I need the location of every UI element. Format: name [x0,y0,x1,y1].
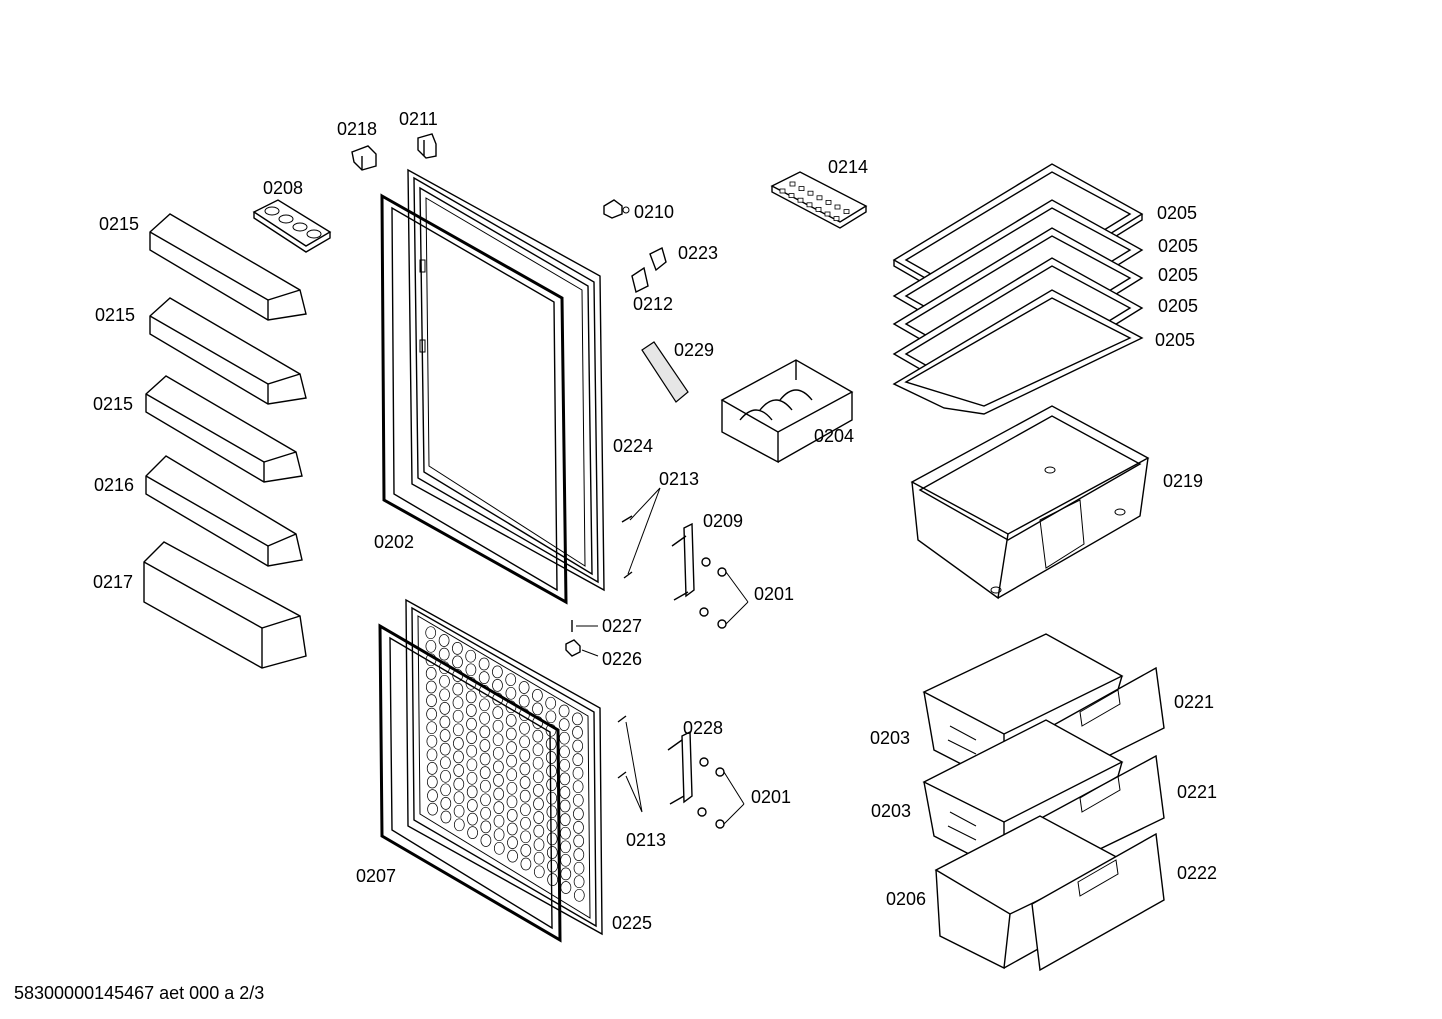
handle-0209 [671,522,695,601]
part-label-0226: 0226 [602,649,643,669]
part-label-0203-middle: 0203 [871,801,912,821]
part-label-0221-top: 0221 [1174,692,1215,712]
screws-0201-lower [697,757,745,829]
part-label-0219: 0219 [1163,471,1204,491]
part-label-0205-1: 0205 [1157,203,1198,223]
part-label-0213-lower: 0213 [626,830,667,850]
ice-tray-0214 [770,171,868,229]
egg-tray-0208 [252,199,332,253]
part-label-0204: 0204 [814,426,855,446]
part-label-0222: 0222 [1177,863,1218,883]
part-label-0209: 0209 [703,511,744,531]
part-label-0205-2: 0205 [1158,236,1199,256]
hinge-cover-0218 [351,145,377,171]
door-shelf-0215-top [149,213,307,321]
part-label-0218: 0218 [337,119,378,139]
door-shelf-0215-second [149,297,307,405]
part-label-0228: 0228 [683,718,724,738]
part-label-0205-4: 0205 [1158,296,1199,316]
bracket-0212 [631,266,649,294]
document-reference-footer: 58300000145467 aet 000 a 2/3 [14,983,265,1003]
part-label-0215-third: 0215 [93,394,134,414]
part-label-0215-second: 0215 [95,305,136,325]
part-label-0203-top: 0203 [870,728,911,748]
lower-door-0225 [405,598,603,936]
crisper-box-0219 [910,405,1150,600]
part-label-0201-upper: 0201 [754,584,795,604]
part-label-0212: 0212 [633,294,674,314]
part-label-0206: 0206 [886,889,927,909]
part-label-0211: 0211 [399,109,438,129]
block-0226 [565,639,599,657]
screws-0201-upper [699,557,749,629]
part-label-0224: 0224 [613,436,654,456]
hinge-pin-0211 [417,133,437,159]
lower-door-panel-dimples [425,626,585,902]
bottle-rack-0204 [720,359,854,464]
door-shelf-0215-third [145,375,303,483]
part-label-0213-upper: 0213 [659,469,700,489]
drawer-front-0222 [1031,832,1165,972]
part-label-0207: 0207 [356,866,397,886]
clip-0210 [603,199,630,219]
bracket-0223 [649,246,667,272]
upper-door-0224 [407,168,605,592]
part-label-0227: 0227 [602,616,643,636]
part-label-0202: 0202 [374,532,415,552]
upper-door-gasket-0202 [380,193,568,605]
part-label-0205-3: 0205 [1158,265,1199,285]
lower-door-gasket-0207 [378,623,562,943]
part-label-0205-5: 0205 [1155,330,1196,350]
screw-0227 [571,620,598,632]
door-shelf-0217 [143,541,307,669]
label-card-0229 [641,341,689,403]
screws-0213-lower [617,715,643,813]
part-label-0216: 0216 [94,475,135,495]
part-label-0214: 0214 [828,157,869,177]
part-label-0221-middle: 0221 [1177,782,1218,802]
screws-0213-upper [621,487,661,579]
part-label-0215-top: 0215 [99,214,140,234]
door-shelf-0216 [145,455,303,567]
part-label-0225: 0225 [612,913,653,933]
part-label-0229: 0229 [674,340,715,360]
part-label-0223: 0223 [678,243,719,263]
part-label-0208: 0208 [263,178,304,198]
part-label-0210: 0210 [634,202,675,222]
part-label-0217: 0217 [93,572,134,592]
handle-0228 [667,730,693,805]
part-label-0201-lower: 0201 [751,787,792,807]
glass-shelves-0205 [892,163,1144,415]
